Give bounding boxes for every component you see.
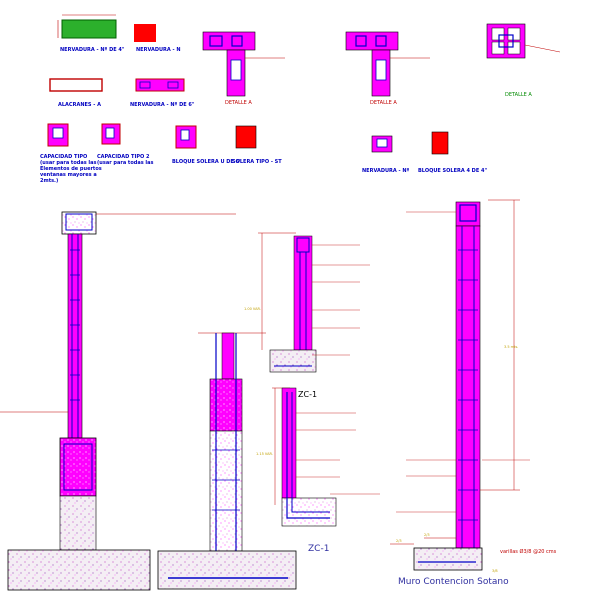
- label-capacitor-tipo-2: CAPACIDAD TIPO 2: [97, 154, 150, 160]
- capacitor-boxes: [47, 123, 449, 155]
- dim-3-8: 3/8: [492, 569, 498, 573]
- block-detail-right: DETALLE A: [486, 23, 561, 98]
- t-detail-left: DETALLE A: [202, 31, 285, 106]
- middle-footing: [157, 550, 297, 590]
- note-line-2: ventanas mayores a: [40, 172, 97, 178]
- label-usar-1: (usar para todas las: [40, 160, 97, 166]
- label-detalle-a-3: DETALLE A: [505, 92, 532, 98]
- left-column-section: [0, 211, 236, 591]
- label-bloque-solera-4: BLOQUE SOLERA 4 DE 4": [418, 168, 487, 174]
- note-line-1: Elementos de puertos: [40, 166, 102, 172]
- label-nervadura-6: NERVADURA - Nº DE 6": [130, 102, 195, 108]
- label-bloque-solera-u6: BLOQUE SOLERA U DE 6": [172, 159, 242, 165]
- nervadura-6-block: [135, 78, 185, 92]
- zc1-lower-section: ZC-1 1.15 VAR. ZC-1: [256, 387, 380, 554]
- label-nervadura-n: NERVADURA - N: [136, 47, 181, 53]
- label-detalle-a-1: DETALLE A: [225, 100, 252, 106]
- t-detail-middle: DETALLE A: [345, 31, 430, 106]
- middle-footing-section: [157, 332, 297, 590]
- alacranes-block: [49, 78, 103, 92]
- note-line-3: 2mts.): [40, 178, 58, 184]
- muro-contencion-section: 3.5 mts. 2/3 2/3 3/8 varillas Ø3/8 @20 c…: [390, 199, 557, 587]
- label-nervadura-n2: NERVADURA - Nº: [362, 168, 410, 174]
- label-zc1-mid: ZC-1: [298, 390, 317, 399]
- dim-total: 3.5 mts.: [504, 345, 518, 349]
- left-footing: [7, 549, 151, 591]
- label-nervadura-4: NERVADURA - Nº DE 4": [60, 47, 125, 53]
- label-usar-2: (usar para todas las: [97, 160, 154, 166]
- label-zc1: ZC-1: [308, 544, 329, 554]
- dim-1-15: 1.15 VAR.: [256, 452, 273, 456]
- dim-1-00: 1.00 VAR.: [244, 307, 261, 311]
- dim-2-3-a: 2/3: [396, 539, 402, 543]
- label-varillas: varillas Ø3/8 @20 cms: [500, 548, 557, 555]
- zc1-upper-section: 1.00 VAR.: [244, 232, 370, 373]
- label-muro-contencion: Muro Contencion Sotano: [398, 577, 509, 587]
- dim-2-3-b: 2/3: [424, 533, 430, 537]
- nervadura-4-block: [61, 19, 117, 39]
- nervadura-n-block: [134, 24, 156, 42]
- muro-footing: [413, 547, 483, 571]
- label-detalle-a-2: DETALLE A: [370, 100, 397, 106]
- label-solera-tipo-st: SOLERA TIPO - ST: [232, 159, 282, 165]
- label-capacitor-tipo: CAPACIDAD TIPO: [40, 154, 87, 160]
- top-details-group: NERVADURA - Nº DE 4" NERVADURA - N DETAL…: [40, 14, 561, 184]
- label-alacranes: ALACRANES - A: [58, 102, 101, 108]
